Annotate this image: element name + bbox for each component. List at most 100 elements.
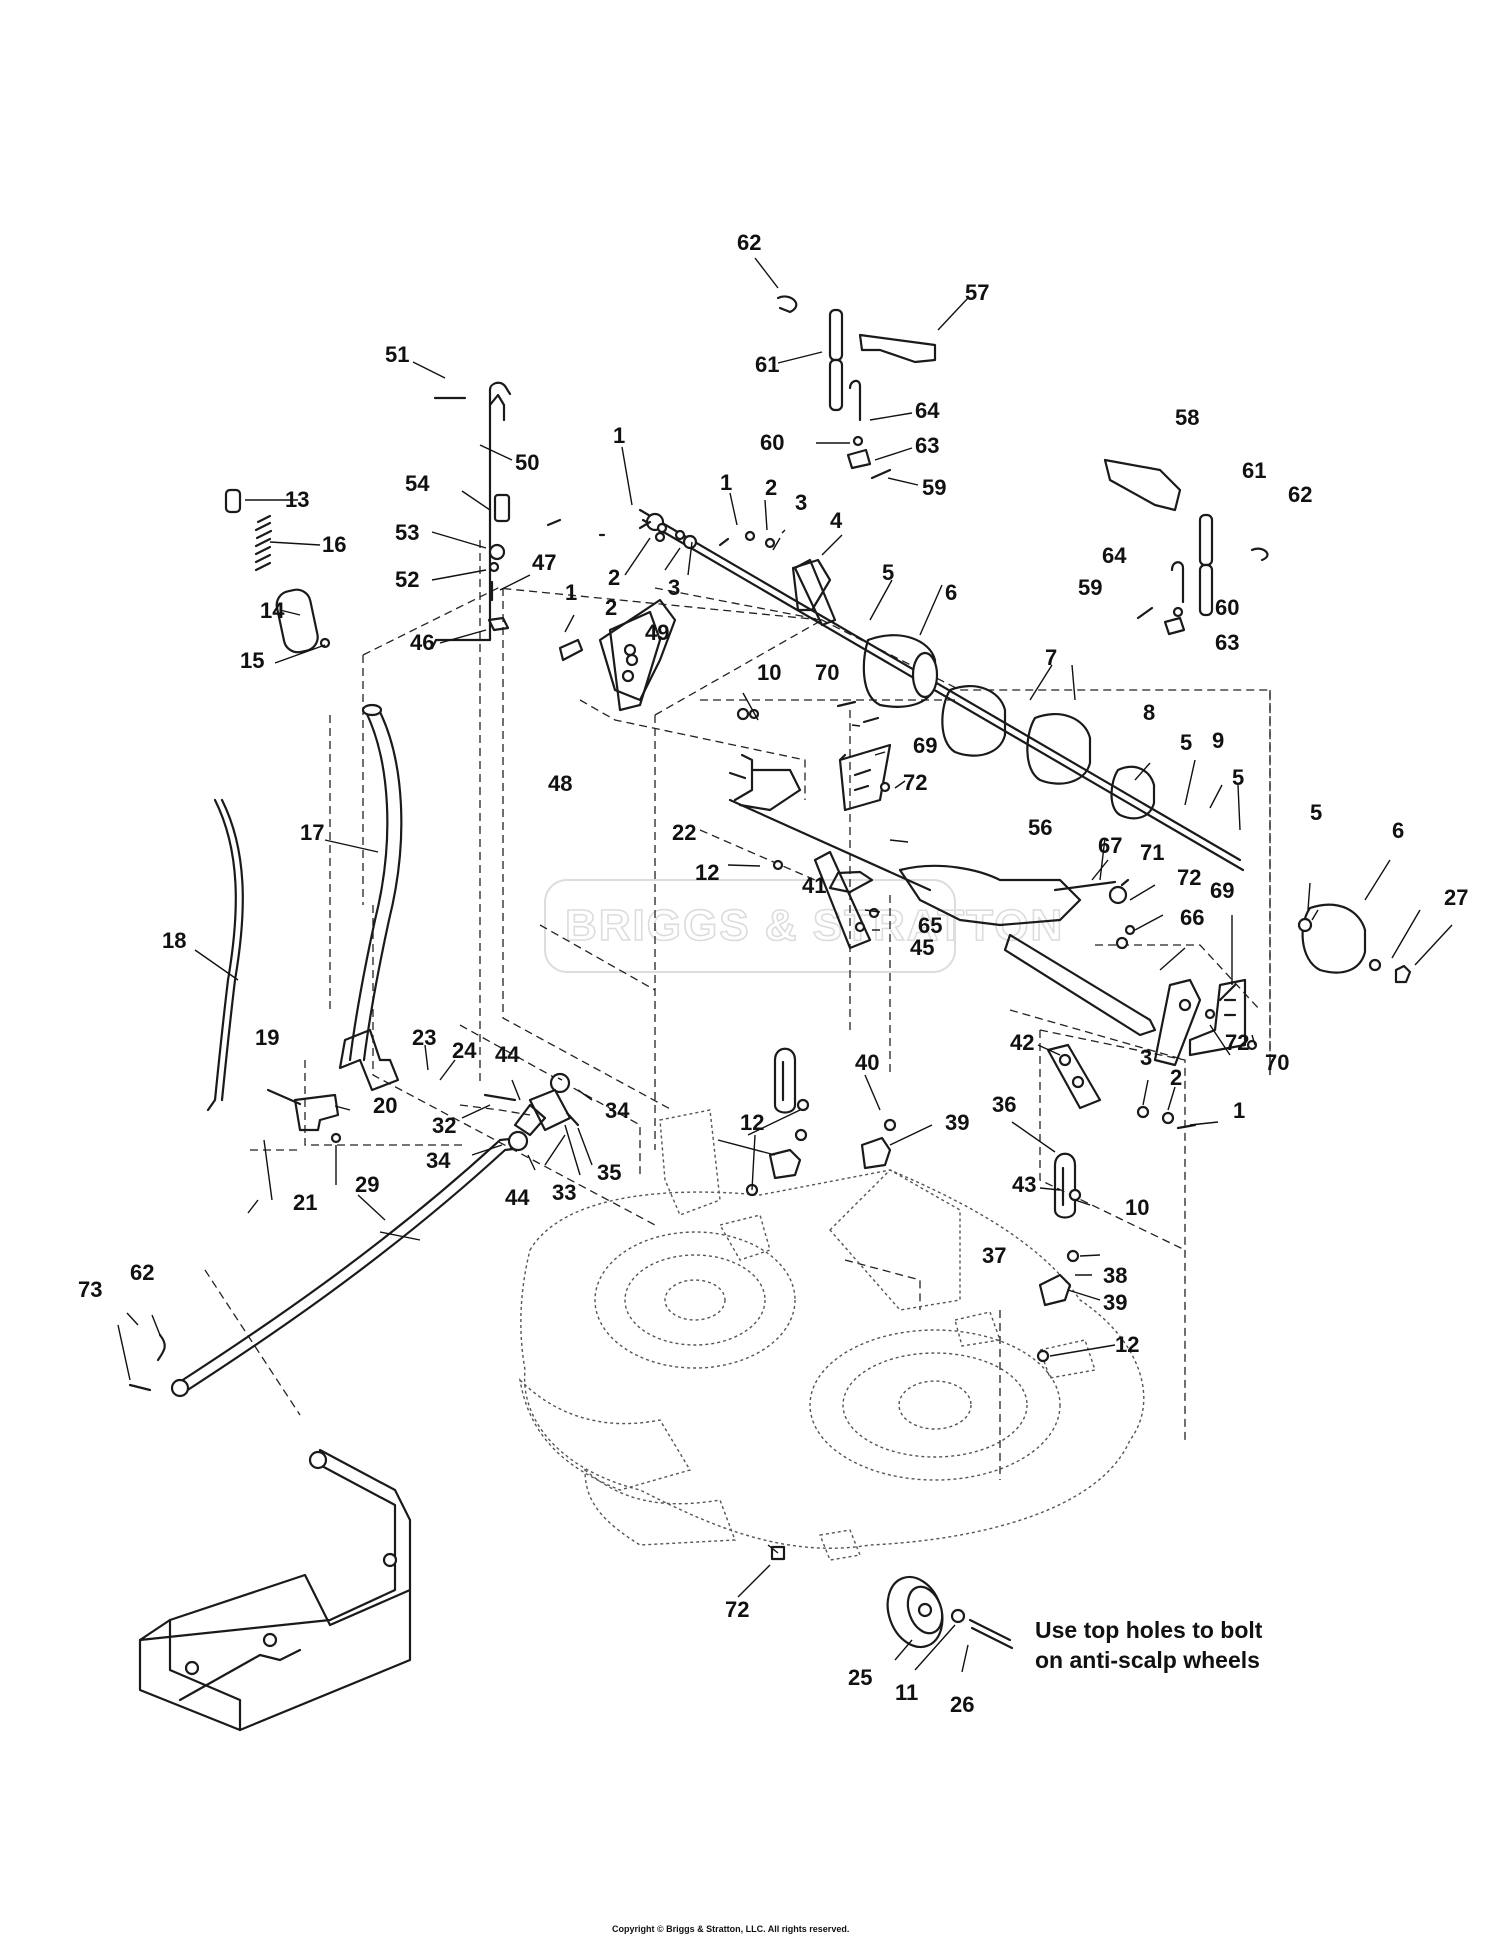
callout-53: 53 (395, 520, 419, 545)
callout-69-b: 69 (1210, 878, 1234, 903)
lift-handle-assembly (128, 381, 580, 1398)
callout-63: 63 (915, 433, 939, 458)
callout-4: 4 (830, 508, 843, 533)
callout-46: 46 (410, 630, 434, 655)
callout-62-b: 62 (1288, 482, 1312, 507)
callout-1-b: 1 (720, 470, 732, 495)
callout-2-b: 2 (608, 565, 620, 590)
callout-3-a: 3 (795, 490, 807, 515)
callout-41: 41 (802, 873, 826, 898)
callout-32: 32 (432, 1113, 456, 1138)
callout-61: 61 (755, 352, 779, 377)
callout-5-a: 5 (882, 560, 894, 585)
lock-pin-and-chain-parts (776, 295, 1269, 636)
callout-60-b: 60 (1215, 595, 1239, 620)
callout-7: 7 (1045, 645, 1057, 670)
callout-5-c: 5 (1232, 765, 1244, 790)
callout-37: 37 (982, 1243, 1006, 1268)
callout-labels: 62 57 61 64 60 63 59 51 50 54 53 52 47 4… (78, 230, 1468, 1717)
callout-43: 43 (1012, 1172, 1036, 1197)
callout-58: 58 (1175, 405, 1199, 430)
callout-22: 22 (672, 820, 696, 845)
callout-14: 14 (260, 598, 285, 623)
mower-deck (518, 1109, 1145, 1561)
callout-2-c: 2 (605, 595, 617, 620)
callout-70-b: 70 (1265, 1050, 1289, 1075)
callout-72-b: 72 (1177, 865, 1201, 890)
callout-3-b: 3 (668, 575, 680, 600)
callout-3-c: 3 (1140, 1045, 1152, 1070)
callout-60: 60 (760, 430, 784, 455)
callout-44-b: 44 (505, 1185, 530, 1210)
callout-67: 67 (1098, 833, 1122, 858)
callout-65: 65 (918, 913, 942, 938)
callout-1-a: 1 (613, 423, 625, 448)
callout-26: 26 (950, 1692, 974, 1717)
callout-51: 51 (385, 342, 409, 367)
callout-27: 27 (1444, 885, 1468, 910)
callout-66: 66 (1180, 905, 1204, 930)
callout-16: 16 (322, 532, 346, 557)
callout-5-d: 5 (1310, 800, 1322, 825)
callout-29: 29 (355, 1172, 379, 1197)
callout-63-b: 63 (1215, 630, 1239, 655)
callout-5-b: 5 (1180, 730, 1192, 755)
callout-2-a: 2 (765, 475, 777, 500)
callout-39-b: 39 (1103, 1290, 1127, 1315)
callout-64-b: 64 (1102, 543, 1127, 568)
callout-48: 48 (548, 771, 572, 796)
callout-62: 62 (737, 230, 761, 255)
callout-54: 54 (405, 471, 430, 496)
assembly-guide-lines (204, 540, 1271, 1480)
callout-61-b: 61 (1242, 458, 1266, 483)
callout-1-c: 1 (565, 580, 577, 605)
callout-13: 13 (285, 487, 309, 512)
lift-brackets (546, 518, 1258, 1363)
callout-42: 42 (1010, 1030, 1034, 1055)
callout-17: 17 (300, 820, 324, 845)
callout-19: 19 (255, 1025, 279, 1050)
callout-35: 35 (597, 1160, 621, 1185)
callout-49: 49 (645, 620, 669, 645)
callout-34-a: 34 (605, 1098, 630, 1123)
roller-shaft-assembly (638, 508, 1412, 984)
callout-56: 56 (1028, 815, 1052, 840)
callout-33: 33 (552, 1180, 576, 1205)
callout-62-c: 62 (130, 1260, 154, 1285)
callout-69-a: 69 (913, 733, 937, 758)
callout-9: 9 (1212, 728, 1224, 753)
callout-2-d: 2 (1170, 1065, 1182, 1090)
callout-70-a: 70 (815, 660, 839, 685)
callout-34-b: 34 (426, 1148, 451, 1173)
callout-12-a: 12 (695, 860, 719, 885)
watermark-logo: BRIGGS & STRATTON (544, 879, 1064, 973)
callout-10-b: 10 (1125, 1195, 1149, 1220)
callout-6-b: 6 (1392, 818, 1404, 843)
callout-44-a: 44 (495, 1042, 520, 1067)
callout-73: 73 (78, 1277, 102, 1302)
callout-52: 52 (395, 567, 419, 592)
watermark-text: BRIGGS & STRATTON (565, 901, 1064, 950)
note-line-1: Use top holes to bolt (1035, 1617, 1263, 1643)
callout-25: 25 (848, 1665, 872, 1690)
callout-11: 11 (895, 1680, 918, 1705)
callout-64: 64 (915, 398, 940, 423)
callout-20: 20 (373, 1093, 397, 1118)
callout-39-a: 39 (945, 1110, 969, 1135)
callout-45: 45 (910, 935, 934, 960)
callout-36: 36 (992, 1092, 1016, 1117)
callout-50: 50 (515, 450, 539, 475)
callout-71: 71 (1140, 840, 1164, 865)
anti-scalp-note: Use top holes to bolt on anti-scalp whee… (1035, 1617, 1263, 1673)
callout-12-c: 12 (1115, 1332, 1139, 1357)
callout-18: 18 (162, 928, 186, 953)
callout-10-a: 10 (757, 660, 781, 685)
callout-40: 40 (855, 1050, 879, 1075)
anti-scalp-wheel (770, 1545, 1014, 1650)
callout-24: 24 (452, 1038, 477, 1063)
callout-15: 15 (240, 648, 264, 673)
callout-72-a: 72 (903, 770, 927, 795)
copyright-text: Copyright © Briggs & Stratton, LLC. All … (612, 1924, 849, 1934)
